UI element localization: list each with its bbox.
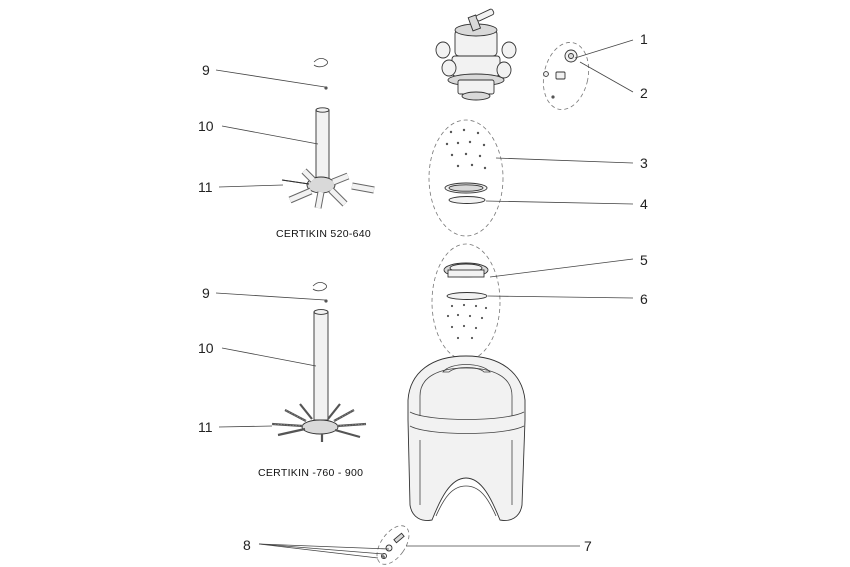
multiport-valve (435, 8, 517, 101)
callout-6: 6 (640, 291, 648, 307)
callout-9-upper: 9 (202, 62, 210, 78)
callout-3: 3 (640, 155, 648, 171)
caption-520-640: CERTIKIN 520-640 (276, 228, 371, 240)
filter-tank (407, 355, 526, 521)
callout-5: 5 (640, 252, 648, 268)
central-pipe-upper (315, 109, 330, 183)
drain-parts (376, 525, 410, 565)
callout-1: 1 (640, 31, 648, 47)
screw-part-lower (324, 299, 328, 303)
screw-part-upper (324, 86, 328, 90)
callout-9-lower: 9 (202, 285, 210, 301)
callout-2: 2 (640, 85, 648, 101)
callout-7: 7 (584, 538, 592, 554)
laterals-upper (281, 168, 375, 209)
lateral-hub-lower (301, 419, 339, 435)
lateral-assembly-520-640: 9 10 11 CERTIKIN 520-640 (198, 58, 375, 240)
diffuser-group (428, 119, 504, 237)
callout-8: 8 (243, 537, 251, 553)
callout-10-lower: 10 (198, 340, 214, 356)
callout-11-upper: 11 (198, 179, 213, 195)
central-pipe-lower (313, 311, 329, 421)
lateral-assembly-760-900: 9 10 11 CERTIKIN -760 - 900 (198, 282, 367, 479)
pipe-top-upper (315, 107, 330, 113)
callout-10-upper: 10 (198, 118, 214, 134)
clip-part-upper (313, 58, 328, 68)
right-leaders (258, 39, 634, 559)
strainer-group (431, 243, 501, 361)
callout-11-lower: 11 (198, 419, 213, 435)
callout-4: 4 (640, 196, 648, 212)
pipe-top-lower (313, 309, 329, 315)
valve-spares-group (542, 42, 590, 110)
clip-part-lower (312, 282, 327, 292)
caption-760-900: CERTIKIN -760 - 900 (258, 467, 363, 479)
